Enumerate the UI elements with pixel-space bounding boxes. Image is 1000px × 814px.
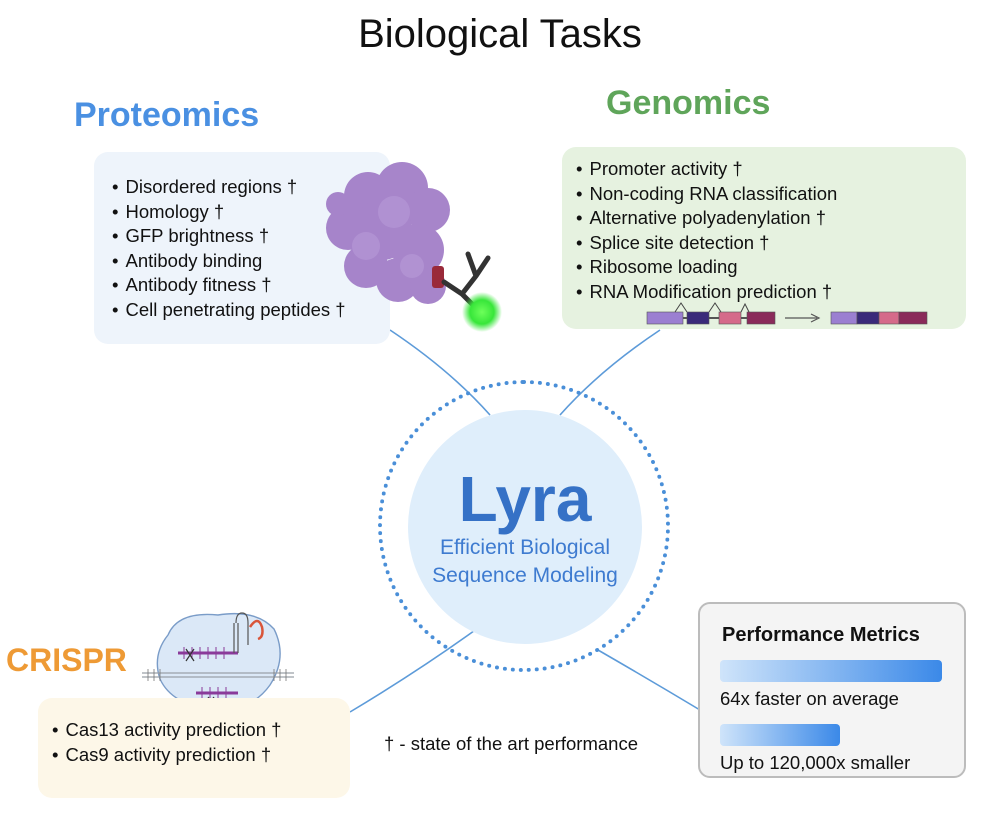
lyra-subtitle-line2: Sequence Modeling	[432, 564, 618, 587]
list-item: RNA Modification prediction †	[576, 280, 837, 305]
center-ring	[378, 380, 670, 672]
metrics-title: Performance Metrics	[722, 624, 920, 646]
rna-splicing-illustration	[646, 302, 928, 325]
genomics-title: Genomics	[606, 84, 771, 122]
proteomics-title: Proteomics	[74, 96, 260, 134]
lyra-subtitle-line1: Efficient Biological	[439, 536, 611, 559]
crispr-title: CRISPR	[6, 642, 127, 678]
connector-metrics	[597, 649, 701, 711]
list-item: Antibody binding	[112, 249, 346, 274]
lyra-subtitle: Efficient Biological Sequence Modeling	[408, 534, 642, 590]
genomics-list: Promoter activity † Non-coding RNA class…	[576, 157, 837, 305]
performance-metrics-panel: Performance Metrics 64x faster on averag…	[698, 602, 966, 778]
metric-bar-size	[720, 724, 840, 746]
metric-bar-speed	[720, 660, 942, 682]
list-item: Promoter activity †	[576, 157, 837, 182]
list-item: Antibody fitness †	[112, 273, 346, 298]
crispr-complex-illustration	[142, 612, 294, 711]
list-item: GFP brightness †	[112, 224, 346, 249]
crispr-list: Cas13 activity prediction † Cas9 activit…	[52, 718, 281, 767]
list-item: Splice site detection †	[576, 231, 837, 256]
page-title: Biological Tasks	[358, 12, 642, 56]
list-item: Non-coding RNA classification	[576, 182, 837, 207]
list-item: Disordered regions †	[112, 175, 346, 200]
proteomics-list: Disordered regions † Homology † GFP brig…	[112, 175, 346, 323]
footnote: † - state of the art performance	[384, 733, 638, 754]
metric-label-size: Up to 120,000x smaller	[720, 752, 911, 773]
list-item: Cas13 activity prediction †	[52, 718, 281, 743]
list-item: Cell penetrating peptides †	[112, 298, 345, 323]
list-item: Ribosome loading	[576, 255, 837, 280]
protein-antibody-illustration	[326, 162, 502, 332]
lyra-title: Lyra	[458, 463, 592, 535]
list-item: Alternative polyadenylation †	[576, 206, 837, 231]
metric-label-speed: 64x faster on average	[720, 688, 899, 709]
list-item: Homology †	[112, 200, 346, 225]
list-item: Cas9 activity prediction †	[52, 743, 281, 768]
